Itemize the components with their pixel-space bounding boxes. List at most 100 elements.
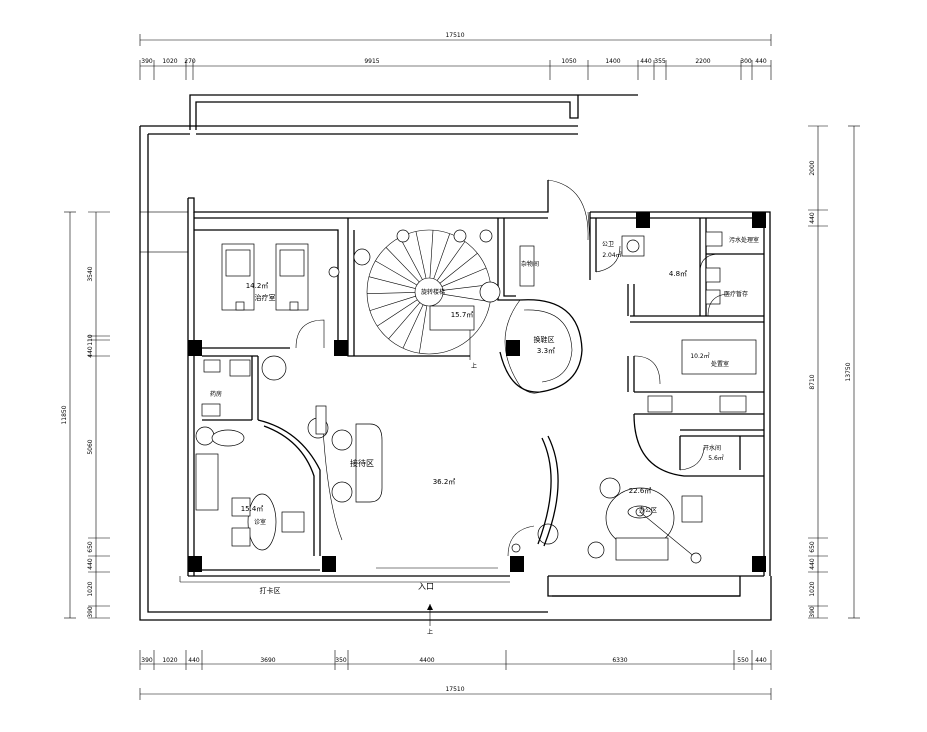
top-dim-4: 1050: [561, 58, 576, 65]
plants: [195, 229, 559, 545]
stair-tread: [388, 302, 421, 340]
room-labels: 14.2㎡ 治疗室 旋转楼梯 15.7㎡ 上 杂物间 换鞋区 3.3㎡ 公卫 2…: [210, 236, 759, 636]
left-dim-1: 110: [87, 334, 94, 346]
top-dim-2: 270: [184, 58, 196, 65]
bottom-dim-8: 440: [755, 657, 767, 664]
consult-furniture: [587, 477, 703, 564]
changing-name: 换鞋区: [534, 335, 555, 344]
top-dim-10: 440: [755, 58, 767, 65]
top-dim-5: 1400: [605, 58, 620, 65]
bottom-dim-0: 390: [141, 657, 153, 664]
top-dim-0: 390: [141, 58, 153, 65]
bottom-dim-2: 440: [188, 657, 200, 664]
stair-area: 15.7㎡: [451, 311, 474, 319]
top-dim-9: 300: [740, 58, 752, 65]
stair-tread: [375, 260, 418, 286]
left-dim-3: 5060: [87, 439, 94, 454]
entrance-label: 入口: [418, 582, 434, 591]
stair-tread: [368, 276, 416, 289]
right-dim-1: 440: [809, 212, 816, 224]
stair-tread: [399, 237, 423, 280]
entrance-up-label: 上: [427, 628, 433, 636]
top-dim-8: 2200: [695, 58, 710, 65]
reception-name: 接待区: [350, 458, 374, 468]
stair-up: 上: [471, 362, 477, 370]
treatment-name: 治疗室: [255, 293, 276, 302]
stair-tread: [377, 299, 418, 327]
entrance-markers: [376, 567, 498, 626]
stair-tread: [402, 304, 424, 349]
office-name: 诊室: [254, 518, 266, 526]
outer-walls: [139, 94, 772, 621]
bottom-dim-7: 550: [737, 657, 749, 664]
consult-name: 办公区: [639, 506, 657, 514]
reception-furniture: [331, 423, 559, 557]
disposal-area: 10.2㎡: [690, 352, 709, 360]
right-dim-2: 8710: [809, 374, 816, 389]
service-furniture: [595, 231, 757, 471]
stair-label: 旋转楼梯: [421, 288, 445, 296]
stair-tread: [433, 233, 451, 279]
water-name: 开水间: [703, 444, 721, 452]
storage-label: 杂物间: [521, 260, 539, 268]
spiral-stair: [366, 229, 501, 360]
treatment-area: 14.2㎡: [246, 282, 269, 290]
stair-tread: [385, 247, 420, 283]
bottom-dim-3: 3690: [260, 657, 275, 664]
top-dimensions: 17510 390 1020 270 9915 1050 1400 440 35…: [139, 32, 772, 80]
consult-area: 22.6㎡: [629, 487, 652, 495]
left-dim-0: 3540: [87, 266, 94, 281]
top-dim-7: 355: [654, 58, 666, 65]
stair-tread: [369, 295, 416, 311]
disposal-name: 处置室: [711, 360, 729, 368]
right-dim-6: 390: [809, 606, 816, 618]
sewage-area: 4.8㎡: [669, 270, 687, 278]
bottom-dim-4: 350: [335, 657, 347, 664]
bottom-total-dim: 17510: [445, 686, 464, 693]
left-dim-6: 1020: [87, 581, 94, 596]
right-total-dim: 13750: [845, 362, 852, 381]
right-dim-0: 2000: [809, 160, 816, 175]
top-dim-1: 1020: [162, 58, 177, 65]
stair-tread: [442, 293, 491, 302]
left-total-dim: 11850: [61, 405, 68, 424]
bottom-dim-1: 1020: [162, 657, 177, 664]
stair-tread: [436, 241, 466, 281]
top-dim-6: 440: [640, 58, 652, 65]
stair-tread: [419, 305, 428, 354]
bottom-dimensions: 390 1020 440 3690 350 4400 6330 550 440 …: [139, 650, 772, 700]
water-area: 5.6㎡: [708, 454, 724, 462]
left-dim-7: 390: [87, 606, 94, 618]
interior-walls: [194, 212, 764, 556]
office-furniture: [195, 359, 343, 551]
medical-storage-name: 医疗暂存: [724, 290, 748, 298]
bottom-dim-5: 4400: [419, 657, 434, 664]
right-dim-3: 650: [809, 541, 816, 553]
office-area: 15.4㎡: [241, 505, 264, 513]
treatment-furniture: [221, 243, 340, 349]
pharmacy-name: 药房: [210, 390, 222, 398]
stair-tread: [367, 292, 416, 295]
right-dim-4: 440: [809, 558, 816, 570]
right-dimensions: 2000 440 8710 650 440 1020 390 13750: [808, 125, 860, 619]
top-dim-3: 9915: [364, 58, 379, 65]
structural-columns: [188, 212, 766, 572]
left-dimensions: 11850 3540 110 440 5060 650 440 1020 390: [61, 211, 110, 619]
main-area: 36.2㎡: [433, 478, 456, 486]
left-dim-2: 440: [87, 346, 94, 358]
stair-tread: [439, 253, 478, 284]
stair-tread: [429, 230, 434, 279]
toilet-name: 公卫: [602, 241, 614, 248]
changing-area: [499, 179, 591, 394]
bottom-dim-6: 6330: [612, 657, 627, 664]
toilet-area: 2.04㎡: [602, 251, 621, 259]
left-dim-5: 440: [87, 558, 94, 570]
checkin-label: 打卡区: [260, 586, 281, 595]
sewage-name: 污水处理室: [729, 236, 759, 244]
stair-tread: [441, 267, 487, 287]
changing-area: 3.3㎡: [537, 347, 555, 355]
top-total-dim: 17510: [445, 32, 464, 39]
left-dim-4: 650: [87, 541, 94, 553]
stair-tread: [415, 231, 427, 279]
